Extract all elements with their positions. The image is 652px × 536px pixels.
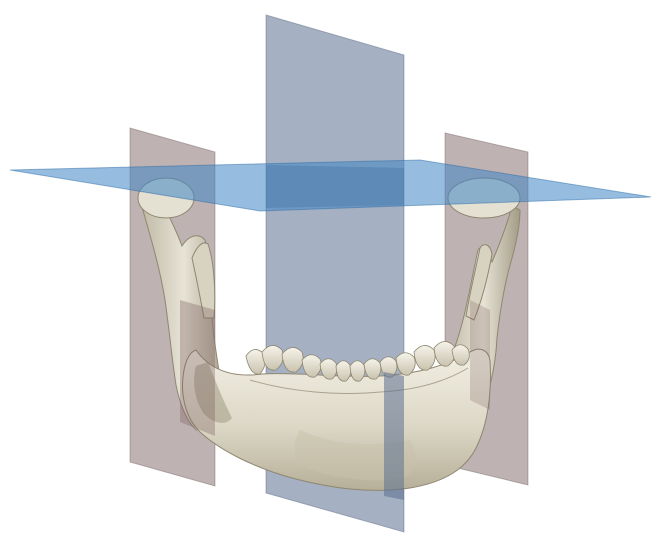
left-coronal-front	[180, 300, 215, 436]
axial-plane-shade	[266, 165, 404, 208]
midsagittal-front-strip	[384, 372, 404, 500]
right-coronal-front	[470, 300, 490, 410]
